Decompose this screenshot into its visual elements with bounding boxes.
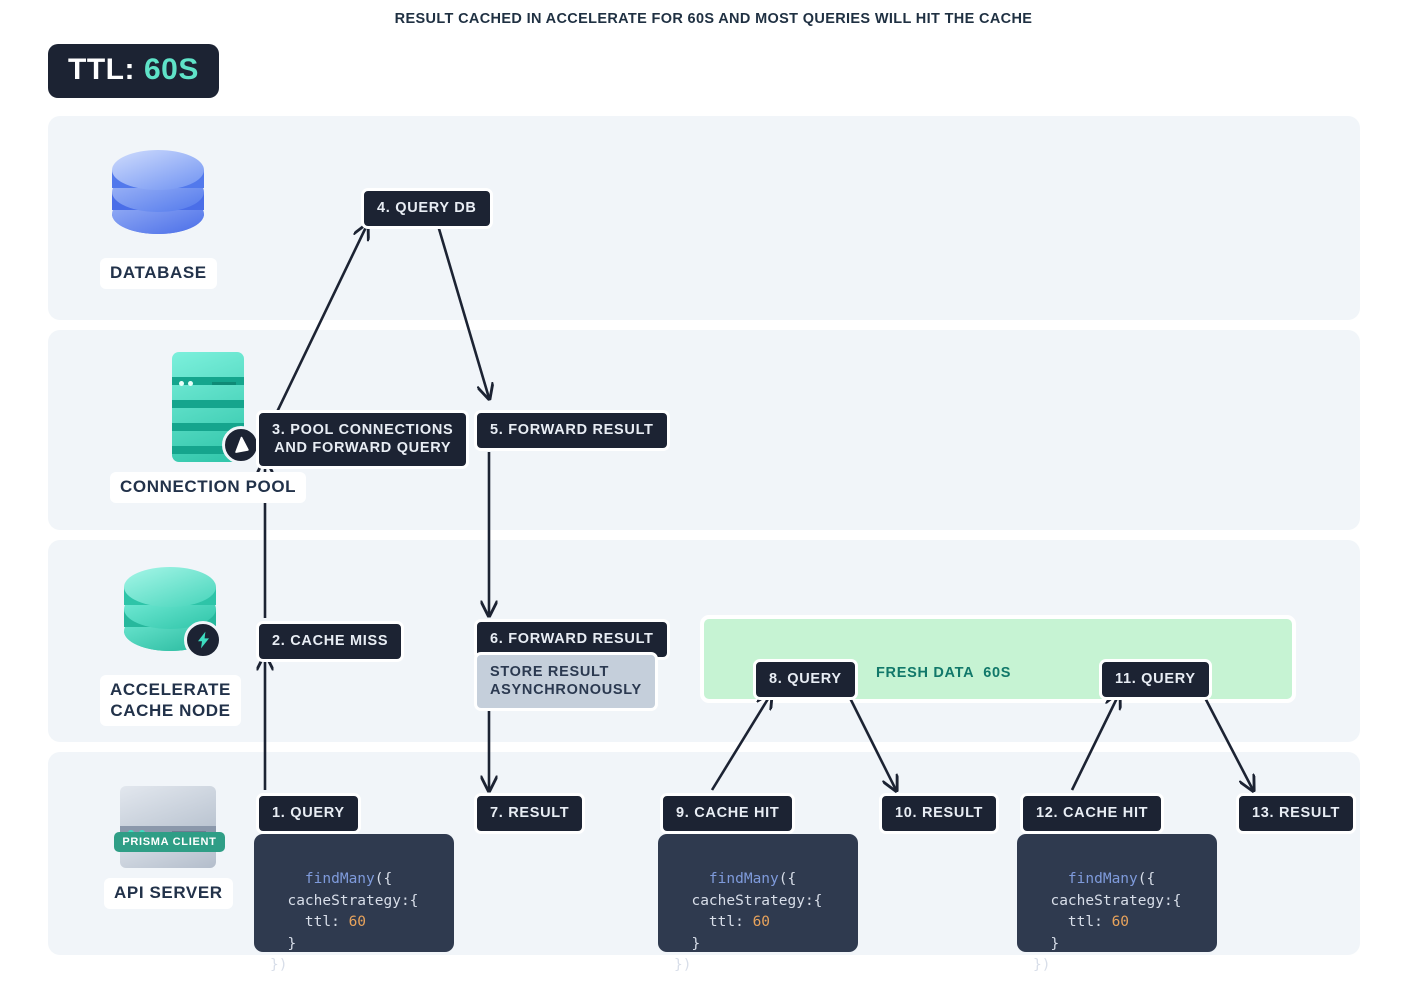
code-fn-name: findMany [1067,871,1138,888]
step-label-12-cache-hit: 11. QUERY [1099,659,1212,701]
step-label-10-result: 10. RESULT [879,793,1000,835]
code-line1-rest: ({ [374,871,393,888]
step-label-13-result: 13. RESULT [1236,793,1357,835]
step-label-3-pool-connections: 3. POOL CONNECTIONS AND FORWARD QUERY [256,410,470,470]
node-database: DATABASE [100,148,217,289]
step-label-1-query: 1. QUERY [256,793,361,835]
server-rack-teal-icon [172,352,261,464]
prisma-client-tag: PRISMA CLIENT [114,832,225,852]
code-line2: cacheStrategy:{ [674,892,823,909]
cache-banner-title: RESULT CACHED IN ACCELERATE FOR 60S AND … [394,11,1033,27]
database-cylinder-teal-icon [124,565,223,665]
lightning-bolt-icon [184,621,223,659]
bolt-glyph [197,631,209,649]
code-line4: } [270,935,297,952]
code-line3-key: ttl: [270,914,349,931]
node-caption-connection-pool: CONNECTION POOL [110,472,307,503]
code-ttl-value: 60 [752,914,771,931]
code-line4: } [1033,935,1060,952]
step-label-store-result-async: STORE RESULT ASYNCHRONOUSLY [474,652,658,712]
code-fn-name: findMany [304,871,375,888]
code-line1-rest: ({ [1137,871,1156,888]
code-block-3: findMany({ cacheStrategy:{ ttl: 60 } }) [1017,834,1217,973]
code-ttl-value: 60 [348,914,367,931]
node-caption-api-server: API SERVER [104,878,233,909]
step-label-7-result: 7. RESULT [474,793,586,835]
step-label-2-cache-miss: 2. CACHE MISS [256,621,405,663]
code-line1-rest: ({ [778,871,797,888]
code-line2: cacheStrategy:{ [270,892,419,909]
node-caption-accelerate: ACCELERATE CACHE NODE [100,675,241,727]
code-line5: }) [1033,957,1051,974]
fresh-data-label: FRESH DATA 60S [876,665,1012,681]
code-line5: }) [674,957,692,974]
code-block-2: findMany({ cacheStrategy:{ ttl: 60 } }) [658,834,858,973]
step-label-5-forward-result: 5. FORWARD RESULT [474,410,670,452]
code-line4: } [674,935,701,952]
ttl-label: TTL: [68,53,135,86]
code-line3-key: ttl: [674,914,753,931]
row-band-database [48,116,1360,320]
code-fn-name: findMany [708,871,779,888]
code-block-1: findMany({ cacheStrategy:{ ttl: 60 } }) [254,834,454,973]
step-label-4-query-db: 4. QUERY DB [361,188,493,230]
step-label-8-query: 9. CACHE HIT [660,793,796,835]
ttl-badge: TTL: 60S [48,44,219,98]
code-line5: }) [270,957,288,974]
node-caption-database: DATABASE [100,258,217,289]
prisma-logo-icon [222,426,261,464]
ttl-value: 60S [143,53,199,86]
code-line2: cacheStrategy:{ [1033,892,1182,909]
step-label-11-query: 12. CACHE HIT [1020,793,1165,835]
server-gray-icon: PRISMA CLIENT [114,786,225,868]
code-line3-key: ttl: [1033,914,1112,931]
node-accelerate-cache: ACCELERATE CACHE NODE [100,565,241,727]
step-label-9-cache-hit: 8. QUERY [753,659,858,701]
node-connection-pool: CONNECTION POOL [110,352,307,503]
database-cylinder-blue-icon [112,148,205,248]
code-ttl-value: 60 [1111,914,1130,931]
prisma-prism-glyph [234,436,249,453]
node-api-server: PRISMA CLIENT API SERVER [104,786,233,909]
